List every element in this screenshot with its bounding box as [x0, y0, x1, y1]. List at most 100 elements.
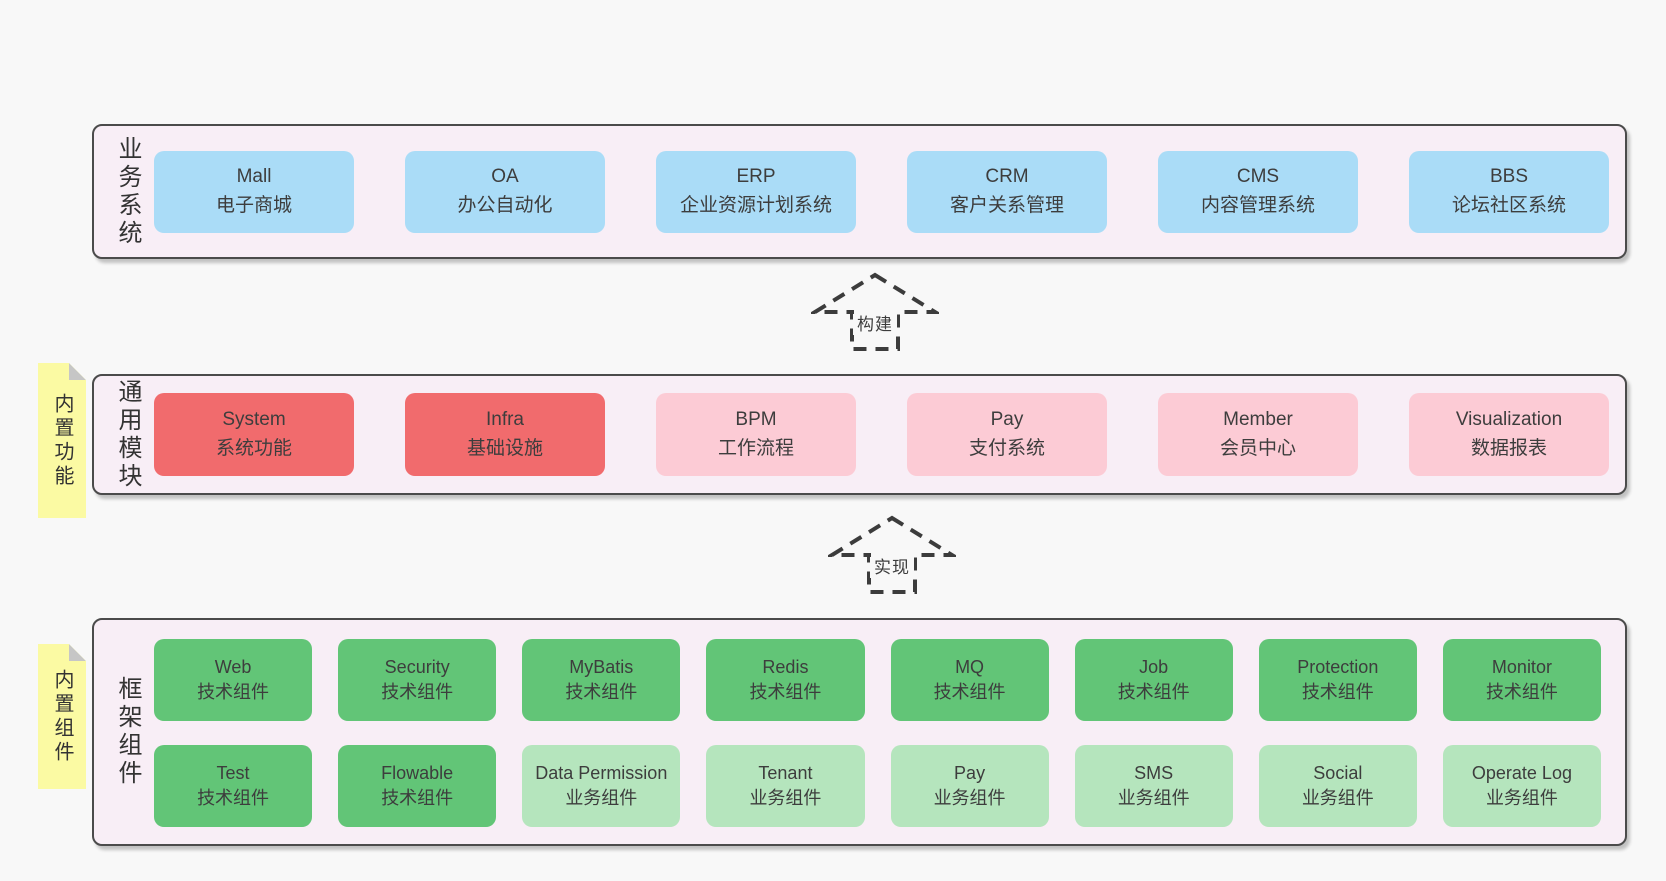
box-erp: ERP 企业资源计划系统: [656, 150, 856, 233]
box-name: BBS: [1489, 166, 1529, 187]
box-desc: 技术组件: [1117, 682, 1190, 702]
box-name: Pay: [954, 762, 986, 783]
common-modules-row: System 系统功能 Infra 基础设施 BPM 工作流程 Pay 支付系统…: [154, 376, 1609, 493]
sticky-note-built-in-features: 内置功能: [38, 363, 86, 518]
box-desc: 企业资源计划系统: [679, 194, 832, 216]
box-operate-log: Operate Log 业务组件: [1442, 745, 1601, 827]
box-desc: 业务组件: [933, 788, 1006, 808]
box-desc: 论坛社区系统: [1451, 194, 1566, 216]
box-desc: 内容管理系统: [1200, 194, 1315, 216]
box-name: Flowable: [381, 762, 454, 783]
box-web: Web 技术组件: [154, 639, 313, 721]
box-mq: MQ 技术组件: [890, 639, 1049, 721]
box-desc: 技术组件: [381, 682, 454, 702]
box-name: Social: [1313, 762, 1363, 783]
box-pay-module: Pay 支付系统: [907, 393, 1107, 476]
box-desc: 数据报表: [1470, 437, 1547, 459]
box-desc: 业务组件: [1301, 788, 1374, 808]
band-framework-components: 框架组件 Web 技术组件 Security 技术组件 MyBatis 技术组件…: [92, 618, 1627, 846]
up-arrow-icon: [828, 515, 956, 594]
box-test: Test 技术组件: [154, 745, 313, 827]
box-desc: 支付系统: [968, 437, 1045, 459]
box-flowable: Flowable 技术组件: [338, 745, 497, 827]
box-desc: 工作流程: [717, 437, 794, 459]
box-name: System: [222, 409, 286, 430]
box-infra: Infra 基础设施: [405, 393, 605, 476]
box-desc: 业务组件: [1485, 788, 1558, 808]
box-social: Social 业务组件: [1258, 745, 1417, 827]
arrow-label-build: 构建: [811, 310, 939, 335]
band-label-common-modules: 通用模块: [114, 378, 141, 491]
box-security: Security 技术组件: [338, 639, 497, 721]
box-redis: Redis 技术组件: [706, 639, 865, 721]
box-desc: 会员中心: [1219, 437, 1296, 459]
box-desc: 业务组件: [1117, 788, 1190, 808]
box-name: Member: [1223, 409, 1293, 430]
box-name: Test: [216, 762, 250, 783]
folded-corner-icon: [69, 644, 86, 661]
box-desc: 业务组件: [565, 788, 638, 808]
box-desc: 技术组件: [1301, 682, 1374, 702]
framework-row-1: Web 技术组件 Security 技术组件 MyBatis 技术组件 Redi…: [154, 639, 1601, 721]
box-name: Security: [384, 656, 450, 677]
box-oa: OA 办公自动化: [405, 150, 605, 233]
band-common-modules: 通用模块 System 系统功能 Infra 基础设施 BPM 工作流程 Pay…: [92, 374, 1627, 495]
box-name: Infra: [485, 409, 525, 430]
box-data-permission: Data Permission 业务组件: [522, 745, 681, 827]
box-desc: 技术组件: [933, 682, 1006, 702]
box-monitor: Monitor 技术组件: [1442, 639, 1601, 721]
box-tenant: Tenant 业务组件: [706, 745, 865, 827]
box-mall: Mall 电子商城: [154, 150, 354, 233]
box-desc: 系统功能: [215, 437, 292, 459]
box-visualization: Visualization 数据报表: [1409, 393, 1609, 476]
box-desc: 技术组件: [749, 682, 822, 702]
box-name: OA: [491, 166, 519, 187]
box-desc: 技术组件: [381, 788, 454, 808]
box-name: Tenant: [758, 762, 813, 783]
box-name: Redis: [762, 656, 809, 677]
box-crm: CRM 客户关系管理: [907, 150, 1107, 233]
box-desc: 技术组件: [1485, 682, 1558, 702]
box-desc: 技术组件: [197, 788, 270, 808]
box-desc: 技术组件: [565, 682, 638, 702]
box-desc: 电子商城: [215, 194, 292, 216]
box-name: Job: [1139, 656, 1169, 677]
box-name: SMS: [1134, 762, 1174, 783]
framework-row-2: Test 技术组件 Flowable 技术组件 Data Permission …: [154, 745, 1601, 827]
box-name: Visualization: [1455, 409, 1563, 430]
band-business-systems: 业务系统 Mall 电子商城 OA 办公自动化 ERP 企业资源计划系统 CRM…: [92, 124, 1627, 259]
up-arrow-icon: [811, 272, 939, 351]
framework-components-rows: Web 技术组件 Security 技术组件 MyBatis 技术组件 Redi…: [154, 639, 1601, 827]
box-name: Web: [214, 656, 252, 677]
box-name: MQ: [955, 656, 985, 677]
box-name: MyBatis: [569, 656, 634, 677]
folded-corner-icon: [69, 363, 86, 380]
box-desc: 客户关系管理: [949, 194, 1064, 216]
box-name: Data Permission: [535, 762, 668, 783]
band-label-framework-components: 框架组件: [114, 676, 141, 788]
box-name: CRM: [985, 166, 1029, 187]
box-name: Pay: [990, 409, 1024, 430]
box-sms: SMS 业务组件: [1074, 745, 1233, 827]
box-mybatis: MyBatis 技术组件: [522, 639, 681, 721]
arrow-label-implement: 实现: [828, 553, 956, 578]
box-desc: 技术组件: [197, 682, 270, 702]
sticky-note-text: 内置组件: [51, 668, 73, 765]
business-systems-row: Mall 电子商城 OA 办公自动化 ERP 企业资源计划系统 CRM 客户关系…: [154, 126, 1609, 257]
implement-arrow: 实现: [828, 515, 956, 595]
box-desc: 办公自动化: [457, 194, 553, 216]
box-name: Monitor: [1491, 656, 1552, 677]
box-name: CMS: [1236, 166, 1280, 187]
sticky-note-built-in-components: 内置组件: [38, 644, 86, 789]
band-label-business-systems: 业务系统: [114, 135, 141, 248]
box-bpm: BPM 工作流程: [656, 393, 856, 476]
build-arrow: 构建: [811, 272, 939, 352]
box-name: ERP: [736, 166, 776, 187]
box-job: Job 技术组件: [1074, 639, 1233, 721]
box-name: Mall: [236, 166, 272, 187]
box-name: Operate Log: [1471, 762, 1572, 783]
box-system: System 系统功能: [154, 393, 354, 476]
box-protection: Protection 技术组件: [1258, 639, 1417, 721]
box-cms: CMS 内容管理系统: [1158, 150, 1358, 233]
